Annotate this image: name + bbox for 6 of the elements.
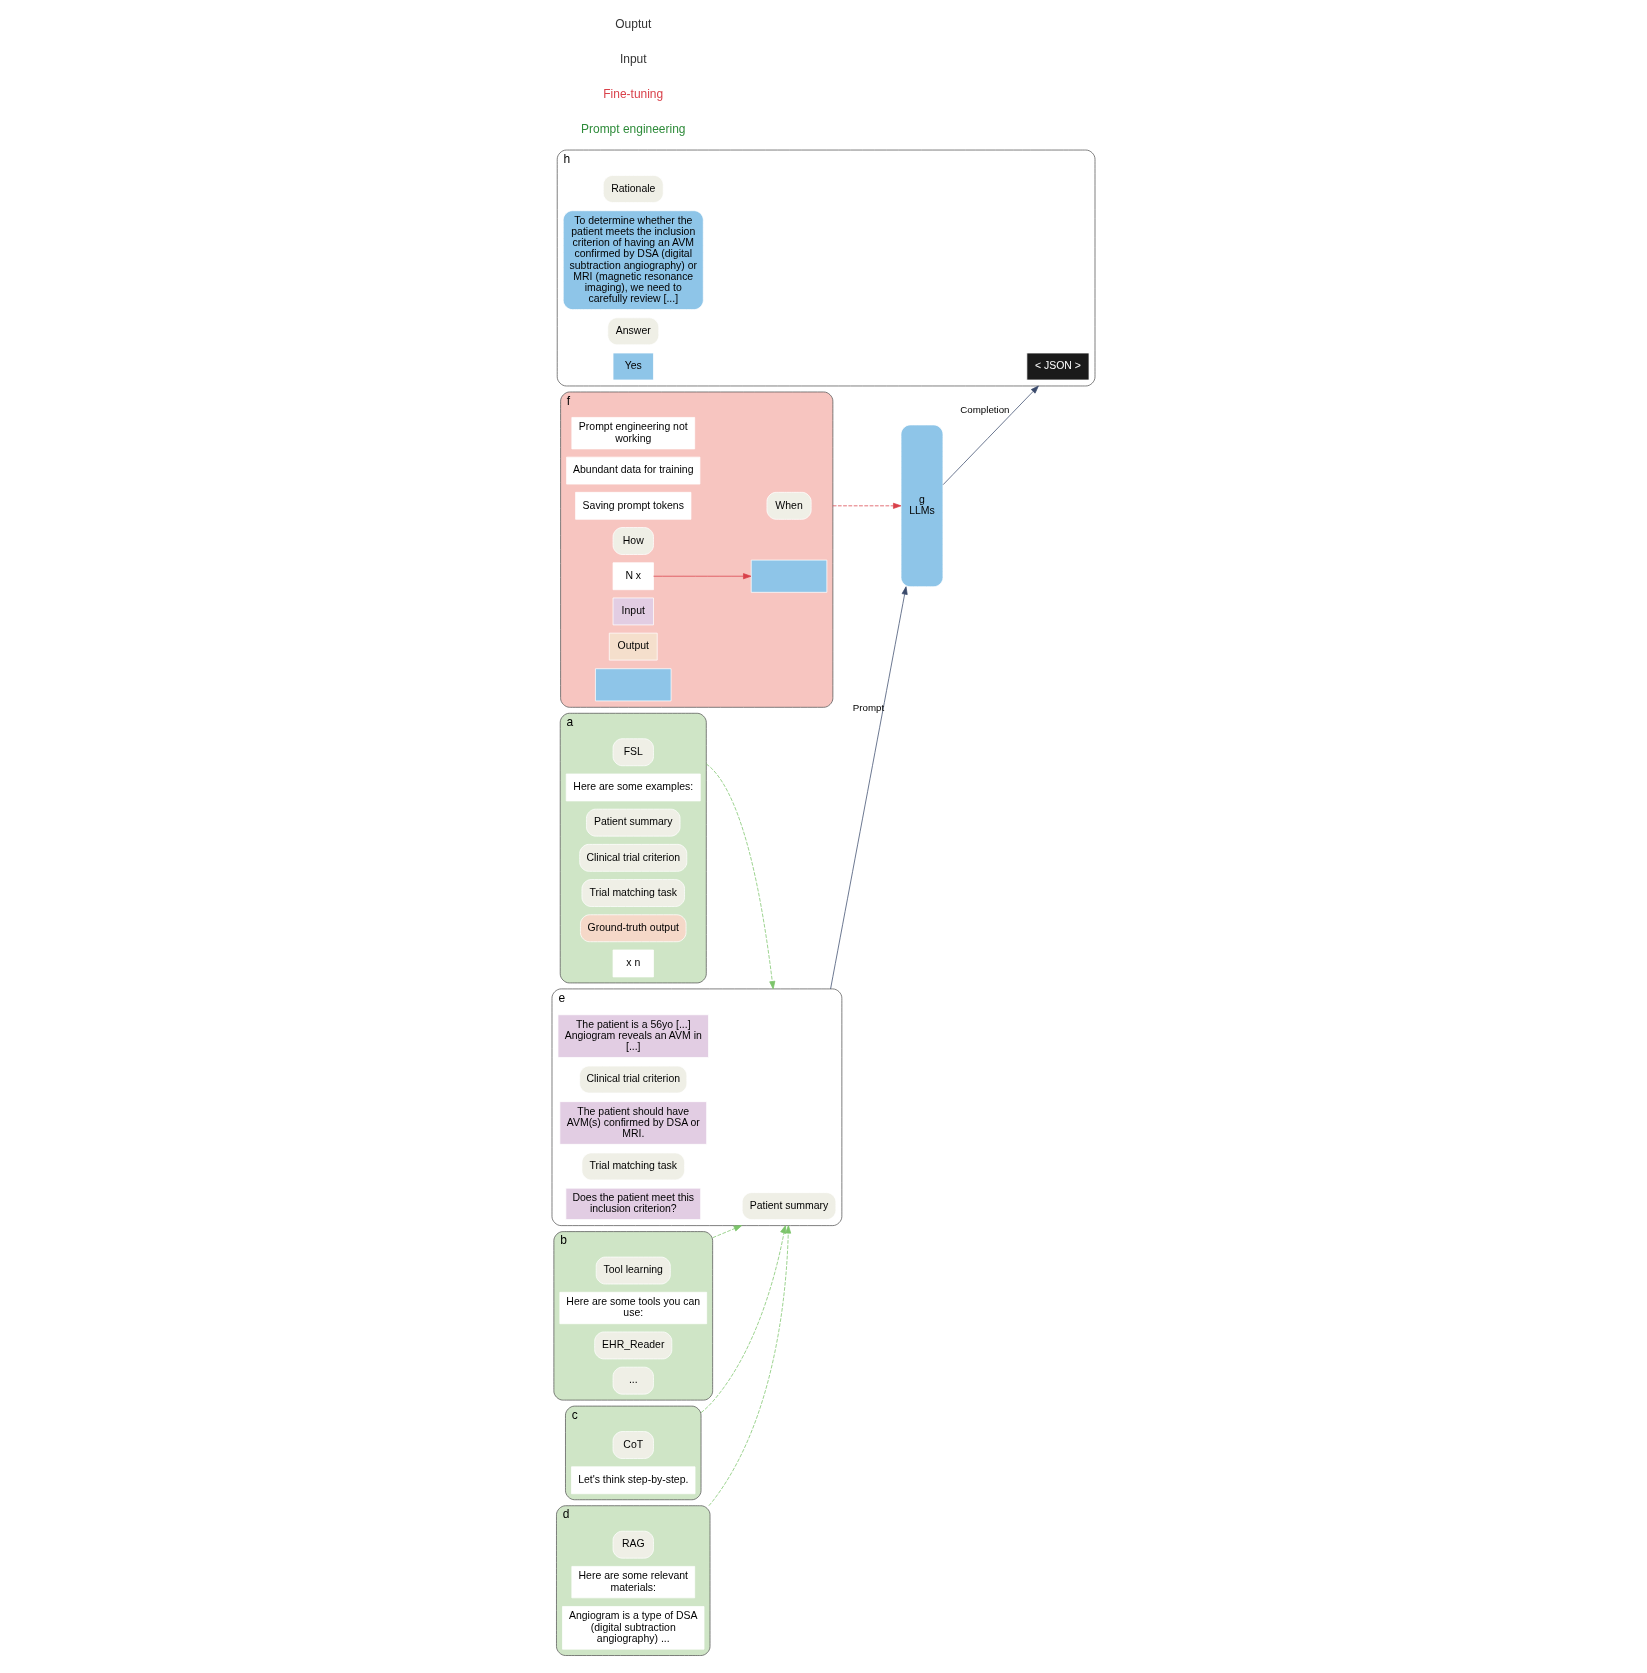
label: Prompt engineering bbox=[581, 122, 686, 137]
label: Fine-tuning bbox=[603, 87, 664, 102]
edge-label: Prompt bbox=[852, 701, 885, 713]
edge-label: Completion bbox=[960, 404, 1010, 416]
label: Ouptut bbox=[615, 16, 652, 31]
label: Input bbox=[619, 52, 647, 67]
